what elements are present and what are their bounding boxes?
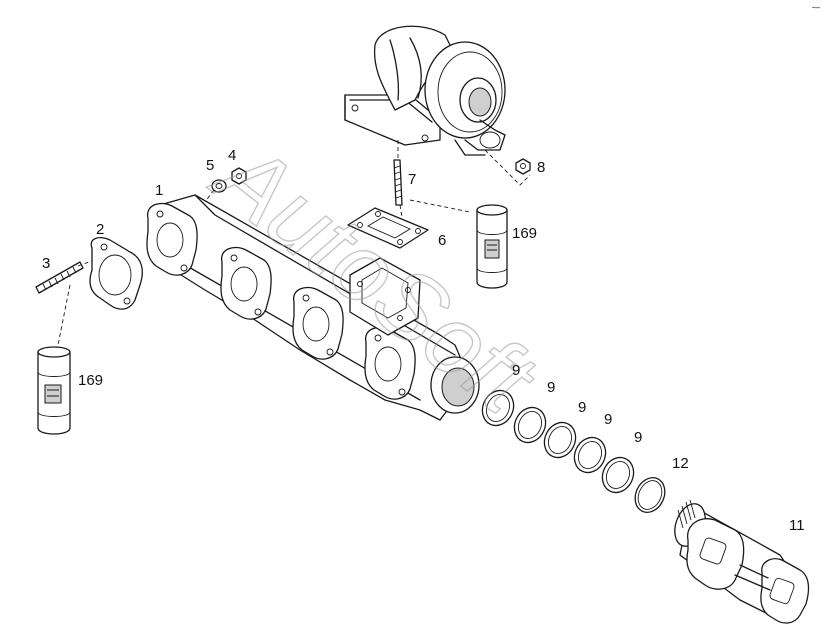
callout-12: 12 (672, 455, 689, 472)
callout-8: 8 (537, 159, 545, 176)
callout-9a: 9 (512, 362, 520, 379)
stud-7 (393, 159, 403, 206)
callout-169-right: 169 (512, 225, 537, 242)
nut-4 (231, 167, 247, 185)
washer-5 (211, 179, 227, 193)
exhaust-pipe-11 (674, 499, 810, 624)
stud-3 (35, 261, 84, 294)
gasket-2 (89, 237, 143, 310)
callout-9b: 9 (547, 379, 555, 396)
nut-8 (515, 158, 531, 175)
callout-3: 3 (42, 255, 50, 272)
callout-6: 6 (438, 232, 446, 249)
callout-9c: 9 (578, 399, 586, 416)
callout-9d: 9 (604, 411, 612, 428)
sealant-can-169-left (37, 346, 71, 435)
callout-1: 1 (155, 182, 163, 199)
callout-4: 4 (228, 147, 236, 164)
corner-mark: -‒ (812, 2, 820, 12)
callout-169-left: 169 (78, 372, 103, 389)
sealant-can-169-right (476, 204, 508, 289)
callout-9e: 9 (634, 429, 642, 446)
callout-2: 2 (96, 221, 104, 238)
seal-rings-9 (481, 389, 635, 494)
callout-5: 5 (206, 157, 214, 174)
clamp-ring-12 (634, 476, 666, 514)
callout-7: 7 (408, 171, 416, 188)
turbocharger (344, 25, 506, 156)
exhaust-manifold-1 (146, 194, 480, 421)
callout-11: 11 (789, 517, 805, 534)
gasket-6 (347, 207, 429, 249)
